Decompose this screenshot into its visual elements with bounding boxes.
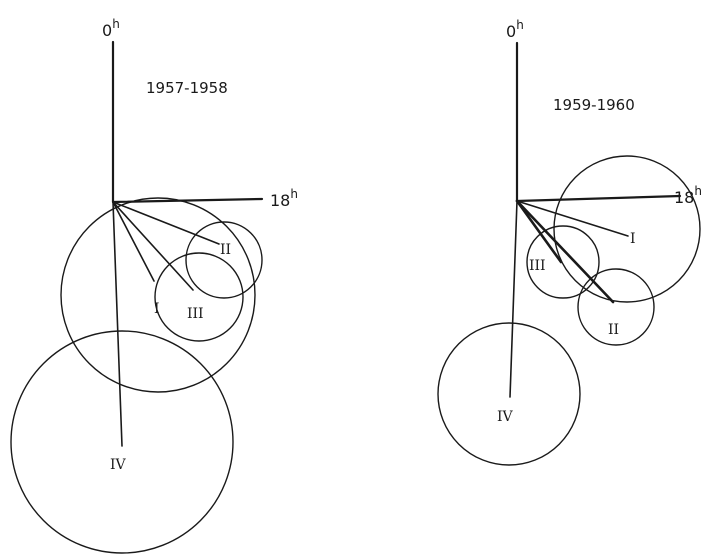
left-vector-III bbox=[112, 201, 194, 291]
left-label-I: I bbox=[154, 301, 160, 317]
right-vector-I bbox=[516, 200, 629, 237]
left-label-IV: IV bbox=[110, 457, 127, 473]
left-vector-IV bbox=[112, 201, 123, 447]
right-circle-III bbox=[526, 225, 600, 299]
right-vector-IV bbox=[509, 200, 518, 398]
panel-right: 0h 18h 1959-1960 I II III IV bbox=[437, 18, 702, 466]
right-circle-IV bbox=[437, 322, 581, 466]
left-axis-top-label: 0h bbox=[102, 17, 120, 40]
left-period-label: 1957-1958 bbox=[146, 79, 228, 97]
left-vector-II bbox=[112, 201, 220, 245]
left-circle-big bbox=[60, 197, 256, 393]
left-circle-IV bbox=[10, 330, 234, 554]
right-vector-II bbox=[515, 199, 615, 304]
right-axis-18h bbox=[515, 194, 682, 203]
right-label-IV: IV bbox=[497, 409, 514, 425]
left-vector-I bbox=[112, 201, 155, 282]
right-axis-right-label: 18h bbox=[674, 184, 702, 207]
right-vector-III bbox=[515, 199, 563, 264]
right-label-I: I bbox=[630, 231, 636, 247]
right-label-II: II bbox=[608, 322, 619, 338]
right-circle-II bbox=[577, 268, 655, 346]
right-axis-top-label: 0h bbox=[506, 18, 524, 41]
left-circle-II bbox=[185, 221, 263, 299]
left-axis-right-label: 18h bbox=[270, 187, 298, 210]
left-label-III: III bbox=[187, 306, 204, 322]
left-axis-18h bbox=[111, 197, 264, 204]
right-circle-big bbox=[553, 155, 701, 303]
left-label-II: II bbox=[220, 242, 231, 258]
right-period-label: 1959-1960 bbox=[553, 96, 635, 114]
left-circle-III bbox=[154, 252, 244, 342]
right-label-III: III bbox=[529, 258, 546, 274]
panel-left: 0h 18h 1957-1958 I II III IV bbox=[10, 17, 298, 554]
